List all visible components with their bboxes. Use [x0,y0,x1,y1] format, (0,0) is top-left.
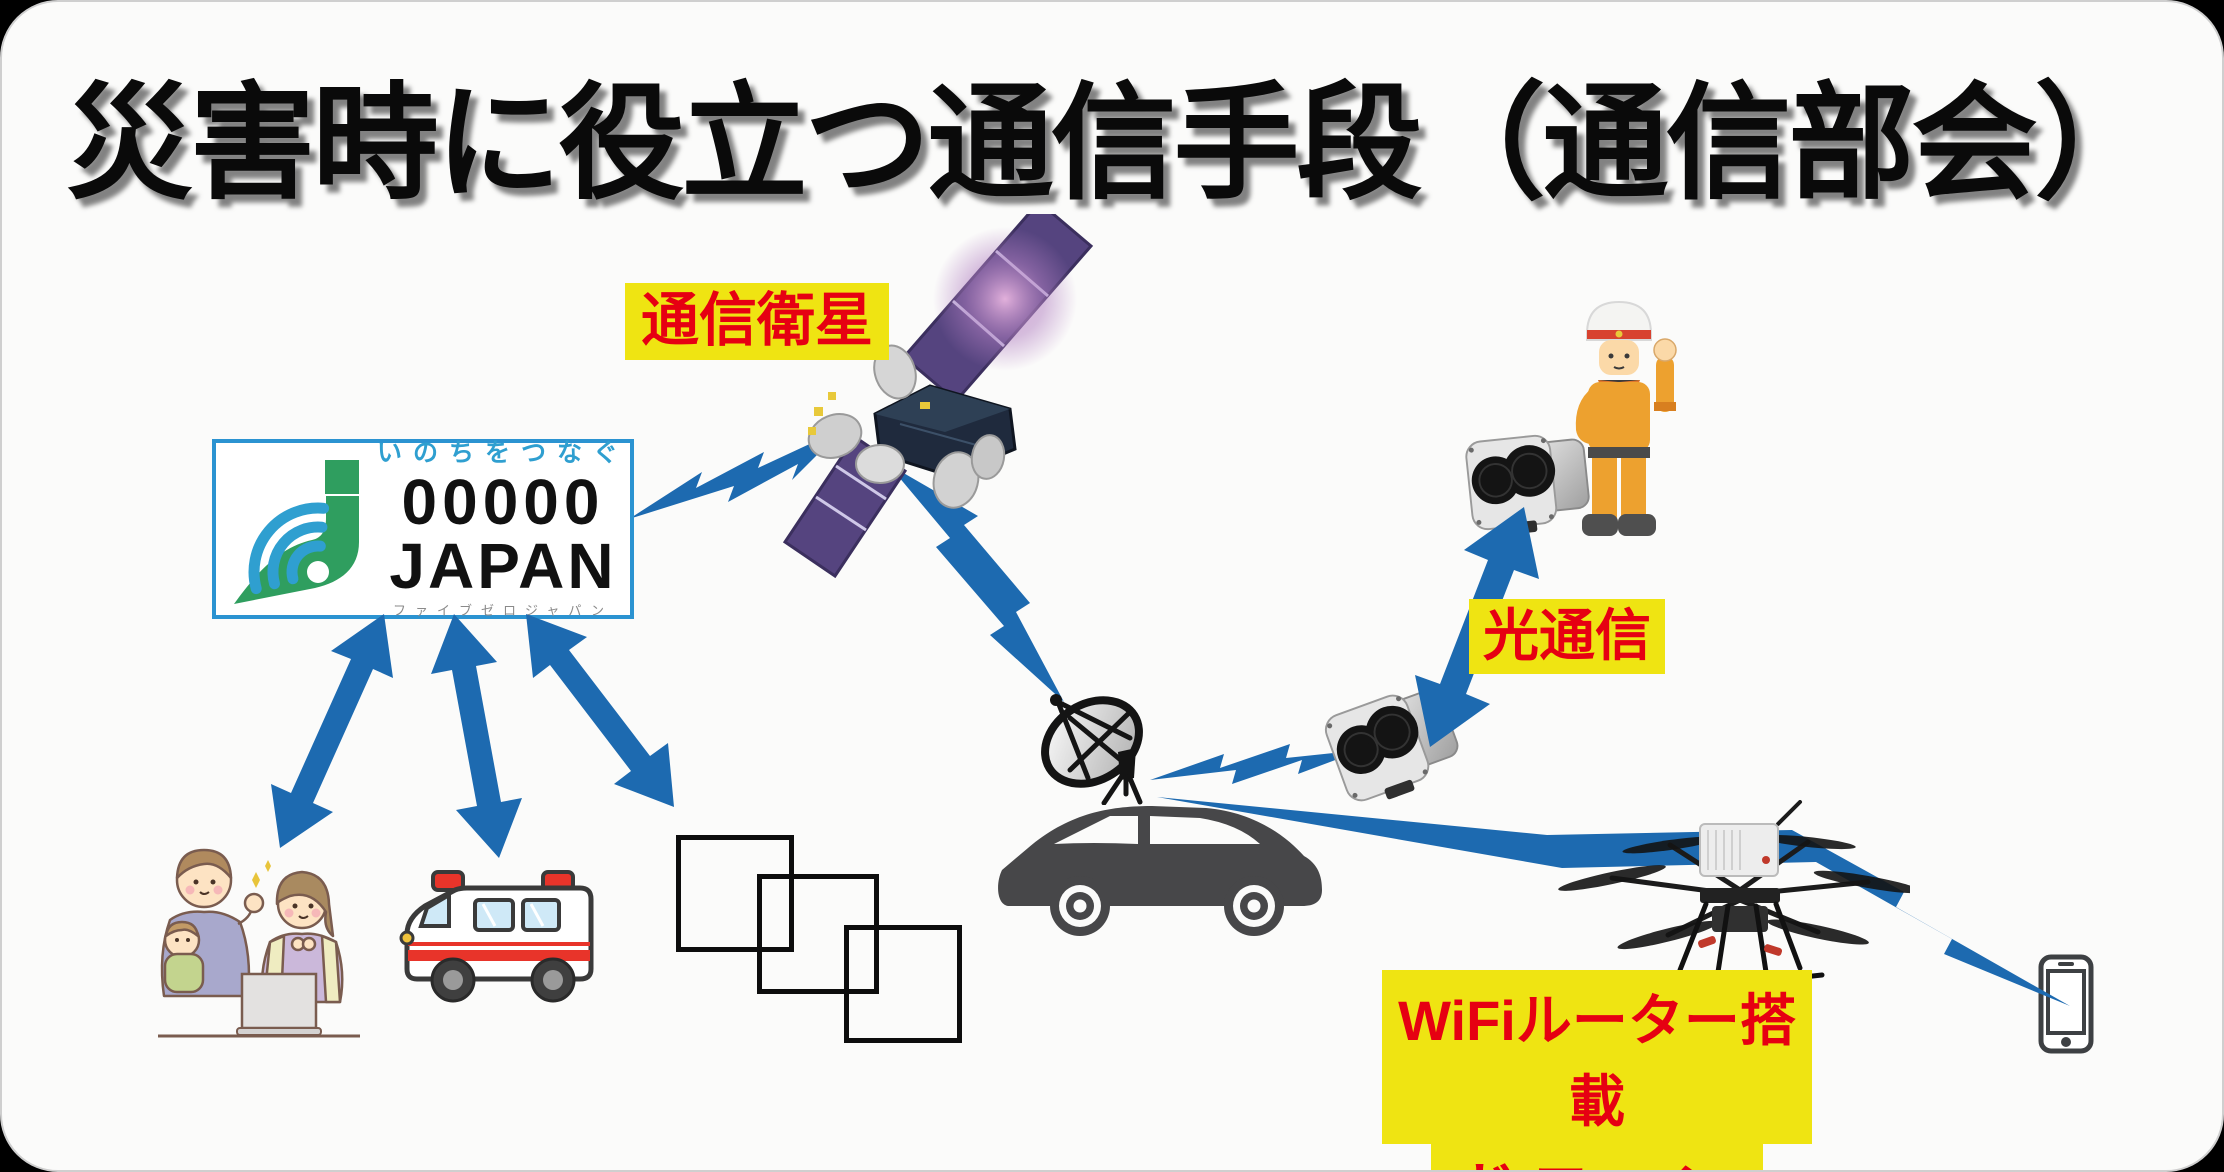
dish-illustration [1030,690,1170,805]
rear-wheel [1224,876,1284,936]
ambulance-icon [399,870,594,1003]
optical-terminal-lower [1305,665,1484,822]
arrow-logo-ambulance [431,614,522,858]
wifi-router-drone-icon [1558,800,1910,986]
drone-illustration [1550,800,1910,990]
placeholder-square-2 [757,874,879,994]
beam-satellite-to-dish [888,464,1064,702]
satellite-label: 通信衛星 [625,283,890,360]
logo-country: JAPAN [389,530,617,602]
wifi-j-mark-icon [234,460,359,604]
optical-terminal-icon [1465,434,1590,535]
family-illustration [152,824,367,1059]
satellite-dish-icon [1041,694,1143,805]
family-with-laptop-icon [158,848,360,1038]
placeholder-square-1 [676,835,794,952]
rescue-worker-icon [1575,300,1677,536]
five-zero-japan-logo: いのちをつなぐ 00000 JAPAN ファイブゼロジャパン [212,439,634,619]
page-title: 災害時に役立つ通信手段（通信部会） [66,73,2161,214]
optical-terminal-upper [1452,420,1608,545]
car-illustration [992,784,1327,959]
front-wheel [1050,876,1110,936]
satellite-illustration [780,214,1130,589]
beam-dish-to-phone [1157,797,2070,1006]
communication-satellite-icon [782,214,1094,579]
arrow-logo-squares [526,614,674,807]
drone-label-line2: ドローン [1431,1140,1763,1170]
placeholder-square-3 [844,925,962,1043]
drone-label-line1: WiFiルーター搭載 [1382,970,1812,1144]
car-icon [998,806,1322,936]
logo-tagline: いのちをつなぐ [376,439,629,467]
logo-reading: ファイブゼロジャパン [392,603,613,618]
beam-dish-to-optical [1150,744,1362,784]
logo-number: 00000 [401,466,605,538]
drone-label: WiFiルーター搭載 ドローン [1382,970,1812,1170]
optical-label: 光通信 [1469,599,1665,674]
beam-logo-to-satellite [629,428,844,519]
optical-terminal-icon [1324,689,1459,802]
arrow-logo-family [271,614,393,848]
worker-illustration [1554,290,1684,540]
ambulance-illustration [395,862,602,1014]
